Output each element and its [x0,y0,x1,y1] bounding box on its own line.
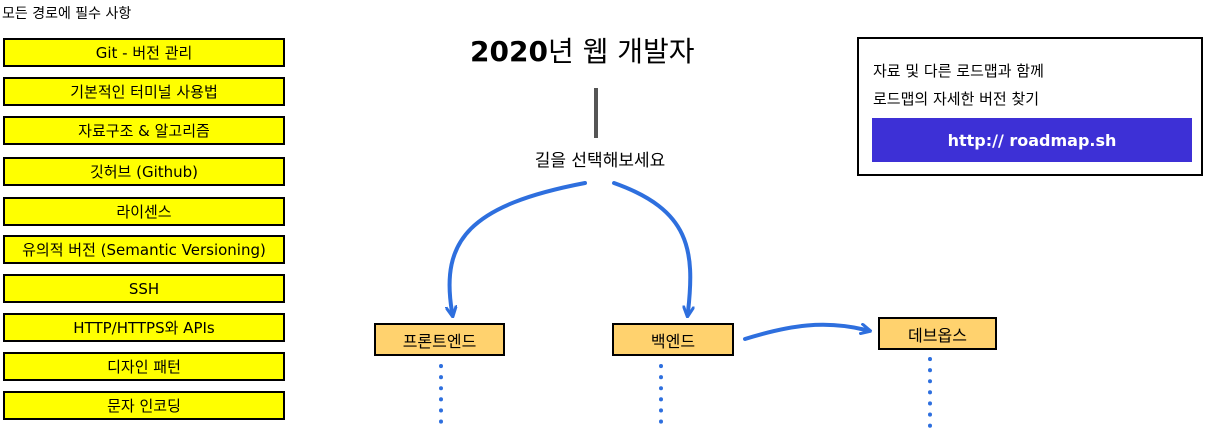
section-title: 모든 경로에 필수 사항 [2,6,132,22]
arrow-to-backend [612,181,690,312]
path-backend[interactable]: 백엔드 [612,323,734,356]
choose-path-label: 길을 선택해보세요 [534,151,666,171]
roadmap-link-button[interactable]: http:// roadmap.sh [872,118,1192,162]
requirement-ssh[interactable]: SSH [3,274,285,303]
requirement-git[interactable]: Git - 버전 관리 [3,38,285,67]
info-line-1: 자료 및 다른 로드맵과 함께 [873,62,1044,80]
arrow-to-devops [743,325,866,341]
requirement-github[interactable]: 깃허브 (Github) [3,157,285,186]
requirement-terminal[interactable]: 기본적인 터미널 사용법 [3,77,285,106]
title-rest: 년 웹 개발자 [547,35,695,68]
info-line-2: 로드맵의 자세한 버전 찾기 [873,90,1040,108]
path-frontend[interactable]: 프론트엔드 [374,323,505,356]
path-devops[interactable]: 데브옵스 [878,317,997,350]
title-connector-line [594,88,598,138]
title-year: 2020 [470,35,548,68]
requirement-semver[interactable]: 유의적 버전 (Semantic Versioning) [3,235,285,264]
requirement-licenses[interactable]: 라이센스 [3,197,285,226]
requirement-http-apis[interactable]: HTTP/HTTPS와 APIs [3,313,285,342]
requirement-design-patterns[interactable]: 디자인 패턴 [3,352,285,381]
requirement-char-encoding[interactable]: 문자 인코딩 [3,391,285,420]
requirement-data-structures[interactable]: 자료구조 & 알고리즘 [3,116,285,145]
page-title: 2020년 웹 개발자 [470,30,750,70]
arrow-to-frontend [450,181,587,312]
info-box: 자료 및 다른 로드맵과 함께 로드맵의 자세한 버전 찾기 http:// r… [857,37,1203,176]
